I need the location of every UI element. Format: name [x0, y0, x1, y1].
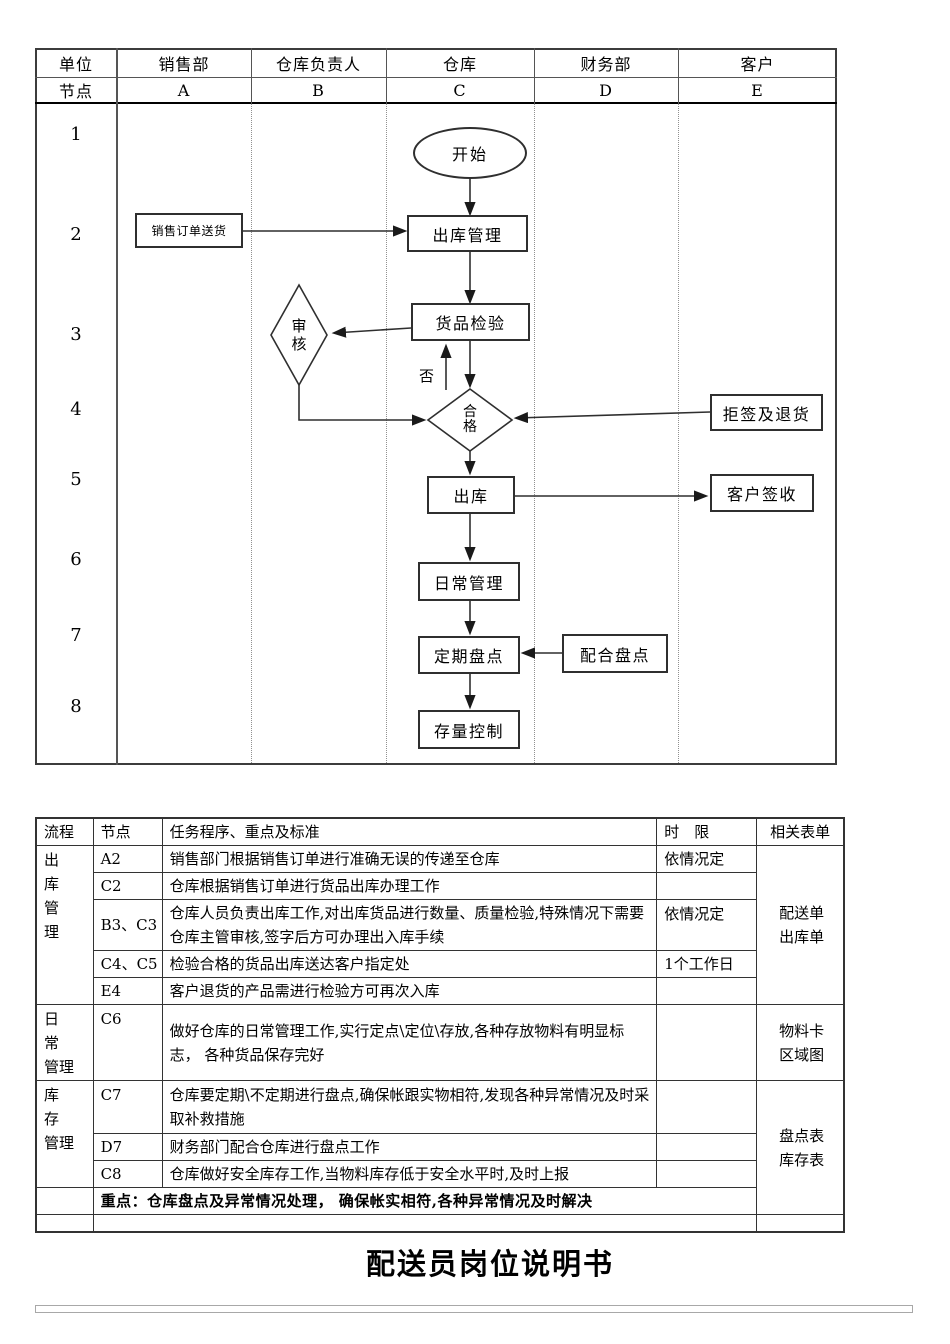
col-header-node: 节点: [92, 817, 163, 846]
task-c2: 仓库根据销售订单进行货品出库办理工作: [161, 872, 658, 900]
review-diamond-label: 审核: [291, 317, 307, 353]
lane-code-a: A: [177, 80, 191, 100]
start-node: 开始: [413, 127, 527, 179]
node-code-c8: C8: [92, 1160, 163, 1188]
daily-mgmt-node: 日常管理: [418, 562, 520, 601]
lane-separator-ab: [251, 104, 252, 763]
header-vline-cd: [534, 48, 535, 104]
row-number-4: 4: [70, 399, 82, 420]
lane-separator-bc: [386, 104, 387, 763]
left-column-separator: [116, 48, 118, 765]
lane-code-d: D: [599, 80, 613, 100]
empty-row-process-cell: [35, 1214, 94, 1232]
lane-header-warehouse-manager: 仓库负责人: [275, 54, 361, 74]
header-unit: 单位: [58, 54, 93, 74]
time-d7: [656, 1133, 758, 1161]
lane-code-b: B: [312, 80, 325, 100]
lane-separator-cd: [534, 104, 535, 763]
task-c8: 仓库做好安全库存工作,当物料库存低于安全水平时,及时上报: [161, 1160, 658, 1188]
lane-code-e: E: [751, 80, 764, 100]
time-a2: 依情况定: [656, 845, 758, 873]
empty-row-main-cell: [92, 1214, 758, 1232]
row-number-2: 2: [70, 224, 82, 245]
empty-row-forms-cell: [756, 1214, 845, 1232]
row-number-7: 7: [70, 625, 82, 646]
lane-code-c: C: [453, 80, 467, 100]
review-diamond: [270, 283, 328, 387]
node-code-e4: E4: [92, 977, 163, 1005]
process-group-daily: 日 常 管理: [35, 1004, 94, 1081]
row-number-5: 5: [70, 469, 82, 490]
process-group-inventory: 库 存 管理: [35, 1080, 94, 1188]
node-code-c7: C7: [92, 1080, 163, 1134]
node-code-c6: C6: [92, 1004, 163, 1081]
qualified-diamond-label: 合格: [463, 404, 477, 435]
next-page-table-edge: [35, 1305, 913, 1313]
time-c2: [656, 872, 758, 900]
customer-sign-node: 客户签收: [710, 474, 814, 512]
outbound-mgmt-node: 出库管理: [407, 215, 528, 252]
forms-daily: 物料卡 区域图: [756, 1004, 845, 1081]
qualified-diamond: [426, 388, 514, 452]
highlight-row-process-cell: [35, 1187, 94, 1215]
lane-header-customer: 客户: [740, 54, 775, 74]
time-c6: [656, 1004, 758, 1081]
lane-header-warehouse: 仓库: [442, 54, 477, 74]
assist-count-node: 配合盘点: [562, 634, 668, 673]
header-vline-de: [678, 48, 679, 104]
flow-arrows: [243, 179, 711, 710]
forms-outbound: 配送单 出库单: [756, 845, 845, 1005]
refuse-return-node: 拒签及退货: [710, 394, 823, 431]
lane-header-sales: 销售部: [158, 54, 210, 74]
lane-separator-de: [678, 104, 679, 763]
task-c6: 做好仓库的日常管理工作,实行定点\定位\存放,各种存放物料有明显标志， 各种货品…: [161, 1004, 658, 1081]
node-code-c2: C2: [92, 872, 163, 900]
time-b3c3: 依情况定: [656, 899, 758, 951]
col-header-task: 任务程序、重点及标准: [161, 817, 658, 846]
inspection-node: 货品检验: [411, 303, 530, 341]
task-e4: 客户退货的产品需进行检验方可再次入库: [161, 977, 658, 1005]
task-b3c3: 仓库人员负责出库工作,对出库货品进行数量、质量检验,特殊情况下需要仓库主管审核,…: [161, 899, 658, 951]
time-c4c5: 1个工作日: [656, 950, 758, 978]
highlight-note: 重点：仓库盘点及异常情况处理， 确保帐实相符,各种异常情况及时解决: [92, 1187, 758, 1215]
task-a2: 销售部门根据销售订单进行准确无误的传递至仓库: [161, 845, 658, 873]
time-c7: [656, 1080, 758, 1134]
node-code-b3c3: B3、C3: [92, 899, 163, 951]
node-code-a2: A2: [92, 845, 163, 873]
col-header-process: 流程: [35, 817, 94, 846]
time-e4: [656, 977, 758, 1005]
task-c7: 仓库要定期\不定期进行盘点,确保帐跟实物相符,发现各种异常情况及时采取补救措施: [161, 1080, 658, 1134]
node-code-c4c5: C4、C5: [92, 950, 163, 978]
row-number-1: 1: [70, 124, 82, 145]
col-header-forms: 相关表单: [756, 817, 845, 846]
no-branch-label: 否: [419, 367, 435, 385]
col-header-time: 时 限: [656, 817, 758, 846]
header-node: 节点: [58, 82, 93, 101]
process-group-outbound: 出 库 管 理: [35, 845, 94, 1005]
time-c8: [656, 1160, 758, 1188]
stock-control-node: 存量控制: [418, 710, 520, 749]
header-vline-bc: [386, 48, 387, 104]
header-divider-1: [35, 77, 837, 78]
flowchart-frame: [35, 48, 837, 765]
sales-order-node: 销售订单送货: [135, 213, 243, 248]
row-number-8: 8: [70, 696, 82, 717]
node-code-d7: D7: [92, 1133, 163, 1161]
process-table: 流程 节点 任务程序、重点及标准 时 限 相关表单 出 库 管 理 A2 销售部…: [35, 817, 845, 1233]
row-number-6: 6: [70, 549, 82, 570]
page-title: 配送员岗位说明书: [365, 1247, 614, 1281]
periodic-count-node: 定期盘点: [418, 636, 520, 674]
lane-header-finance: 财务部: [580, 54, 632, 74]
task-d7: 财务部门配合仓库进行盘点工作: [161, 1133, 658, 1161]
outbound-node: 出库: [427, 476, 515, 514]
header-vline-ab: [251, 48, 252, 104]
row-number-3: 3: [70, 324, 82, 345]
task-c4c5: 检验合格的货品出库送达客户指定处: [161, 950, 658, 978]
forms-inventory: 盘点表 库存表: [756, 1080, 845, 1215]
header-divider-2: [35, 102, 837, 104]
